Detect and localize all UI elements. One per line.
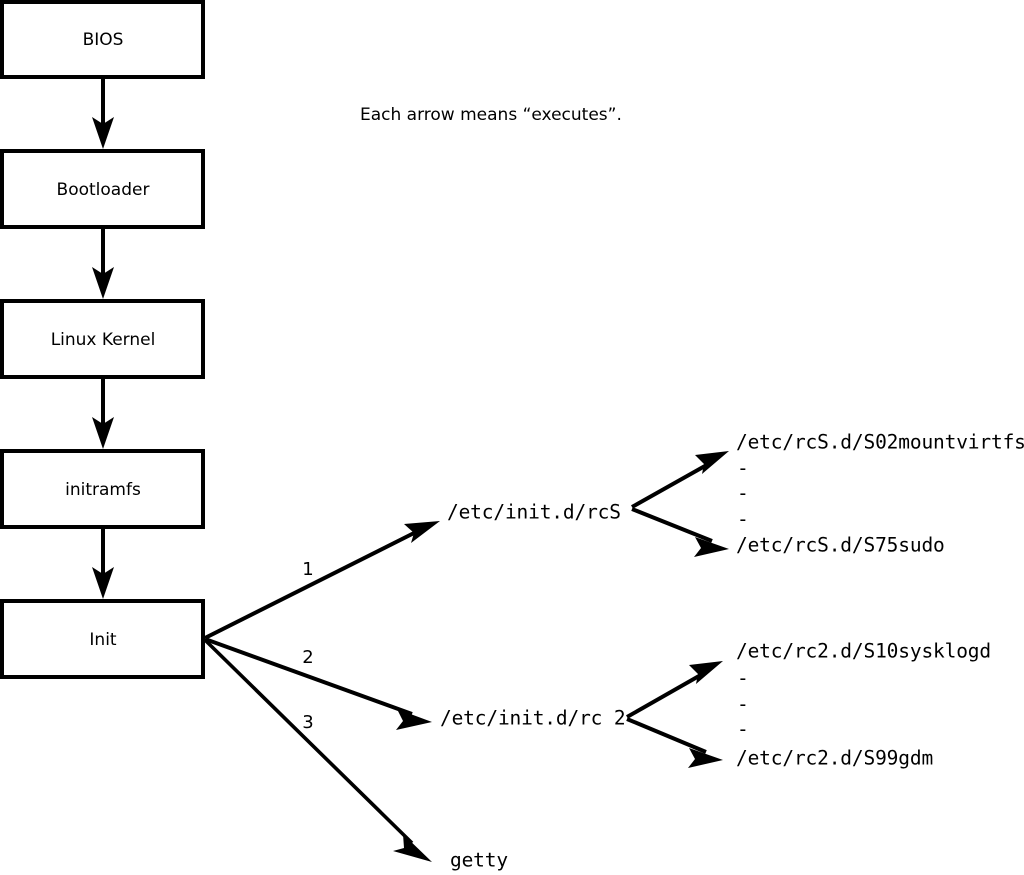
- process-box-bios: BIOS: [0, 0, 205, 79]
- rcs-group-ellipsis-dash-2: -: [737, 482, 749, 505]
- vertical-arrow-bios-to-bootloader: [92, 77, 114, 149]
- init-branch-1-arrow: [204, 521, 440, 640]
- target-label-rcs-d-s02mountvirtfs: /etc/rcS.d/S02mountvirtfs: [736, 431, 1024, 454]
- process-box-kernel: Linux Kernel: [0, 299, 205, 379]
- init-branch-3-number: 3: [302, 712, 313, 733]
- process-box-init: Init: [0, 599, 205, 679]
- process-box-bios-label: BIOS: [83, 30, 124, 50]
- rcs-group-ellipsis-dash-1: -: [737, 457, 749, 480]
- init-branch-2-number: 2: [302, 647, 313, 668]
- target-label-init-d-rc2: /etc/init.d/rc 2: [440, 707, 625, 730]
- rc2-group-last-arrow: [626, 717, 723, 768]
- rc2-group-ellipsis-dash-2: -: [737, 693, 749, 716]
- target-label-rc2-d-s99gdm: /etc/rc2.d/S99gdm: [736, 747, 933, 770]
- rcs-group-first-arrow: [631, 451, 729, 509]
- rc2-group-first-arrow: [626, 661, 723, 719]
- init-branch-1-number: 1: [302, 559, 313, 580]
- init-branch-2-arrow: [204, 637, 432, 730]
- target-label-getty: getty: [450, 849, 508, 872]
- process-box-bootloader: Bootloader: [0, 149, 205, 229]
- process-box-init-label: Init: [89, 630, 117, 650]
- target-label-rc2-d-s10sysklogd: /etc/rc2.d/S10sysklogd: [736, 640, 991, 663]
- rcs-group-last-arrow: [631, 507, 729, 557]
- vertical-arrow-kernel-to-initramfs: [92, 377, 114, 449]
- diagram-caption: Each arrow means “executes”.: [360, 105, 622, 125]
- process-box-kernel-label: Linux Kernel: [51, 330, 156, 350]
- vertical-arrow-bootloader-to-kernel: [92, 227, 114, 299]
- rcs-group-ellipsis-dash-3: -: [737, 508, 749, 531]
- init-branch-3-arrow: [203, 638, 432, 862]
- process-box-initramfs: initramfs: [0, 449, 205, 529]
- process-box-bootloader-label: Bootloader: [57, 180, 150, 200]
- rc2-group-ellipsis-dash-1: -: [737, 667, 749, 690]
- target-label-rcs-d-s75sudo: /etc/rcS.d/S75sudo: [736, 534, 945, 557]
- process-box-initramfs-label: initramfs: [65, 480, 141, 500]
- target-label-init-d-rcs: /etc/init.d/rcS: [447, 501, 621, 524]
- vertical-arrow-initramfs-to-init: [92, 527, 114, 599]
- rc2-group-ellipsis-dash-3: -: [737, 718, 749, 741]
